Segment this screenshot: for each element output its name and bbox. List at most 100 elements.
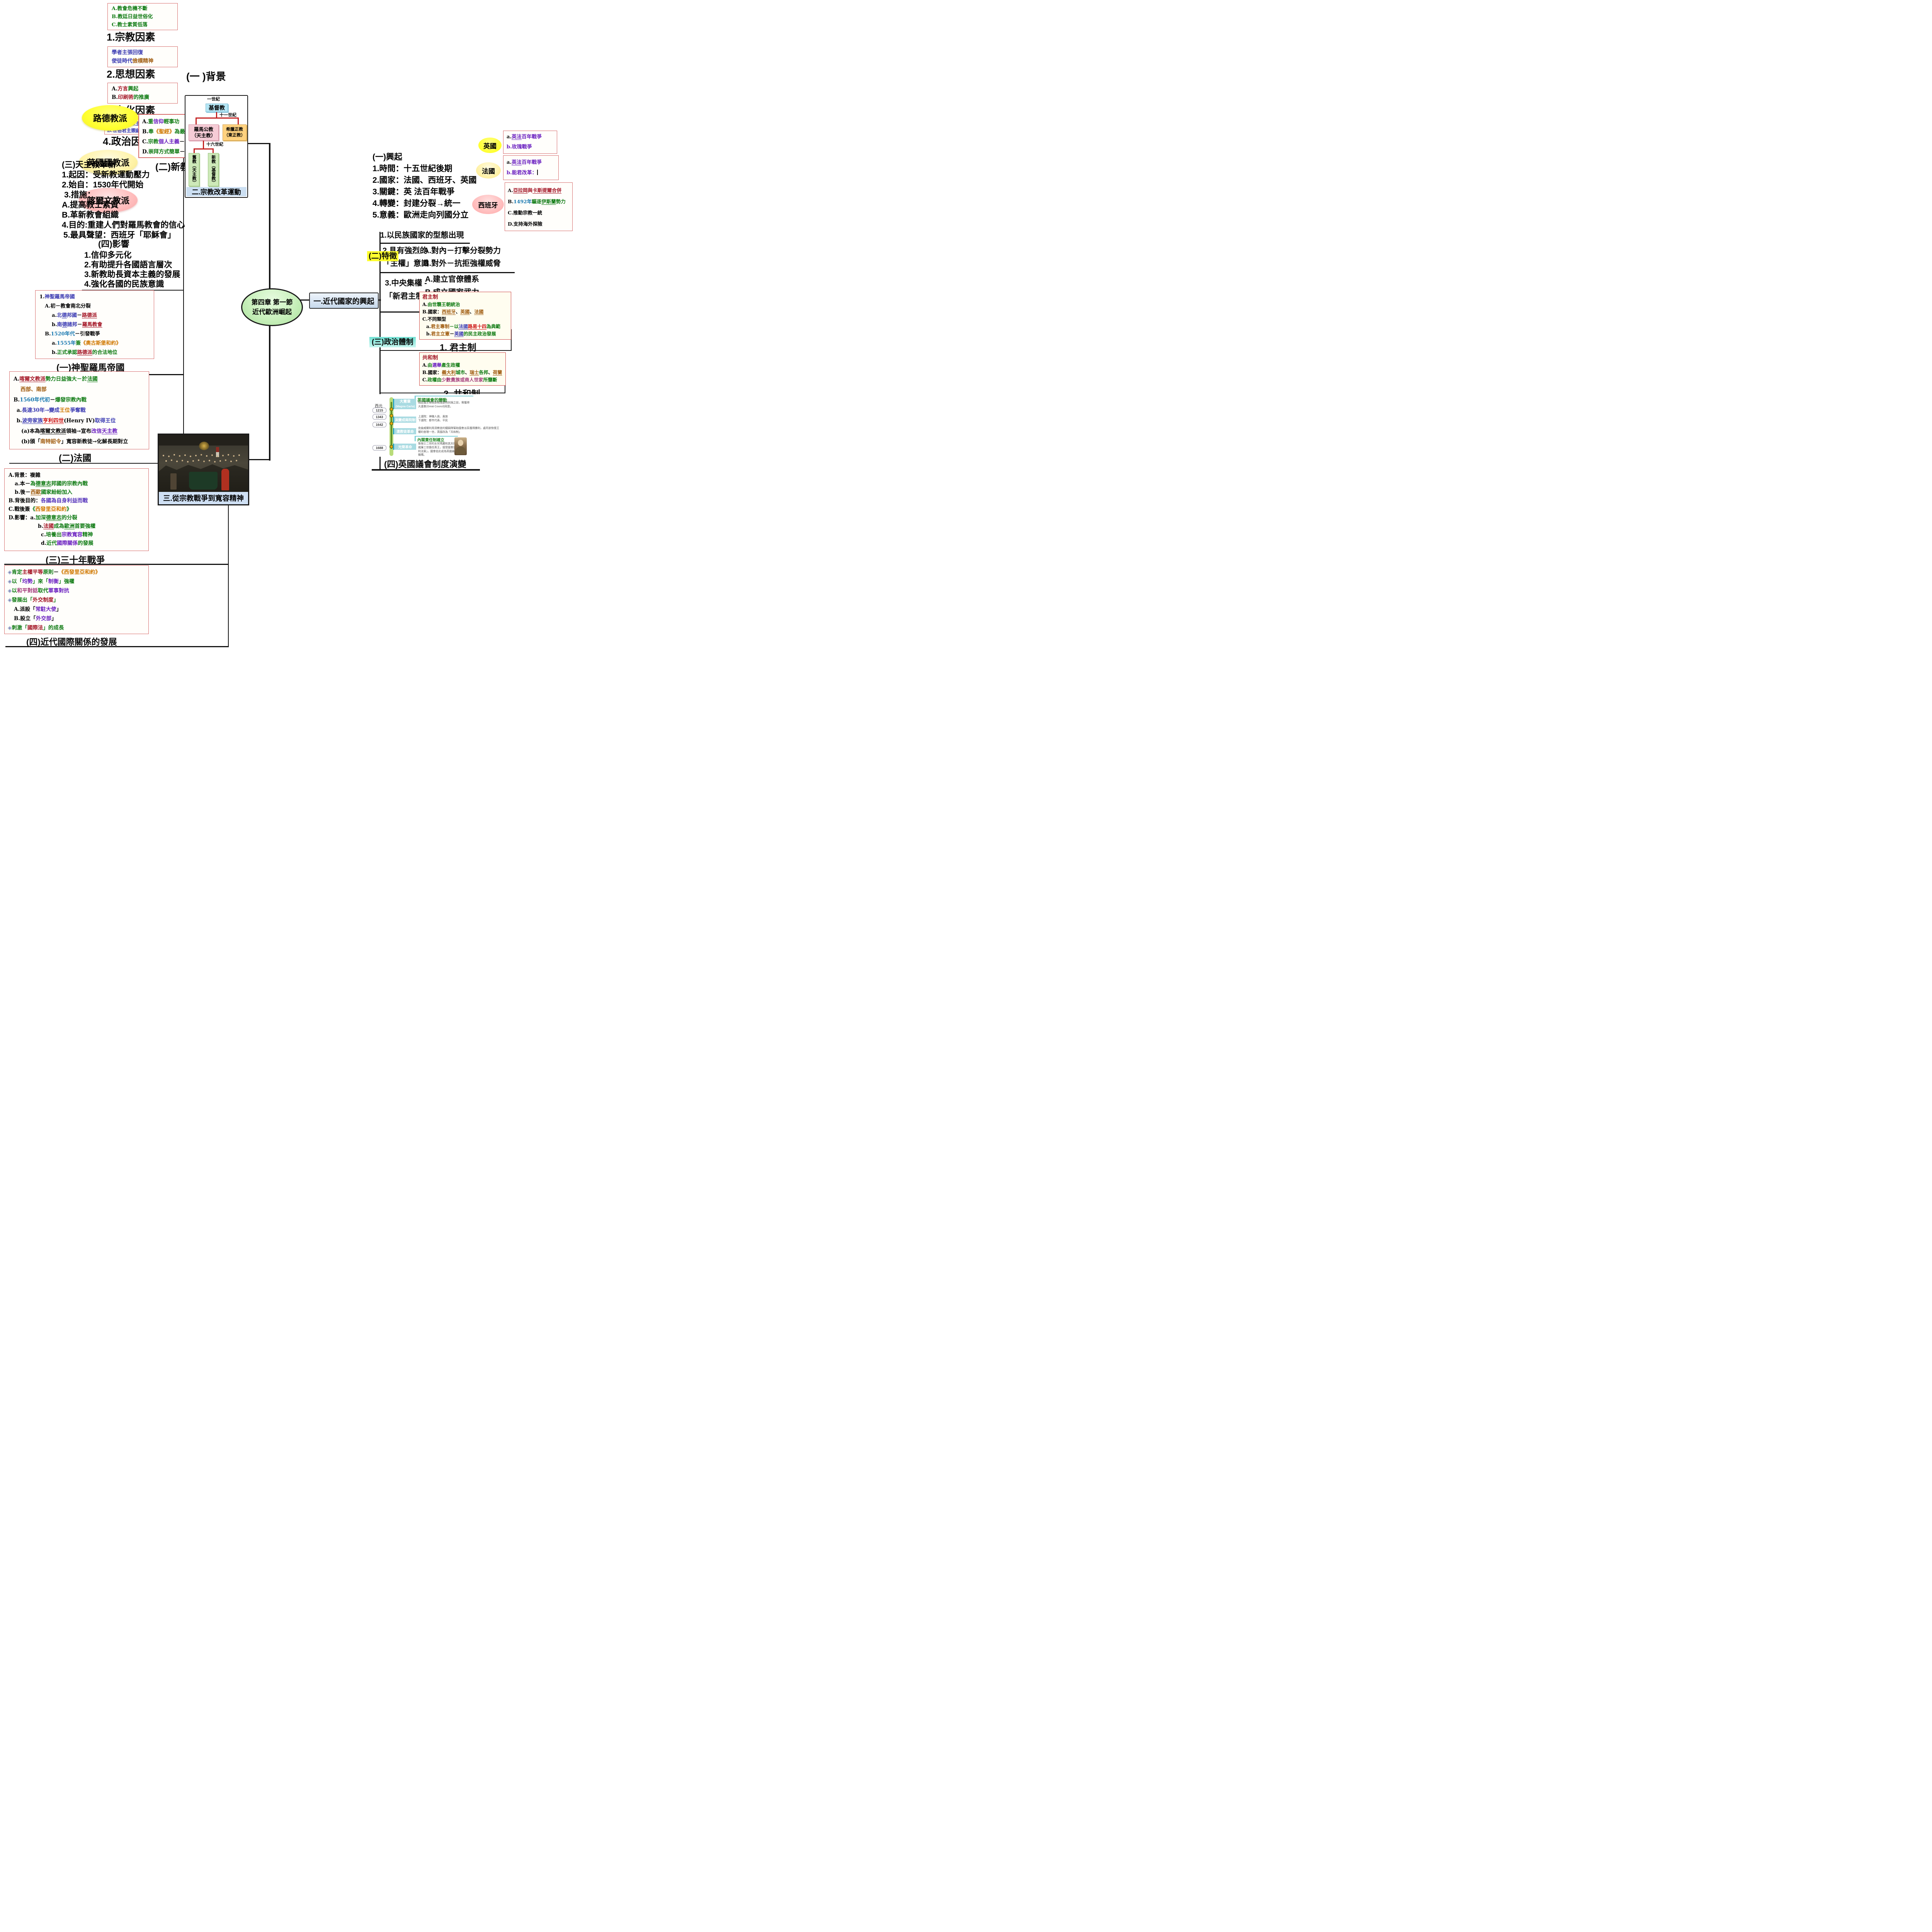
thirty-years-line: D.影響：a.加深德意志的分裂 bbox=[9, 515, 77, 521]
culture-box-line: B.印刷術的推廣 bbox=[112, 94, 150, 100]
tree-line bbox=[213, 148, 214, 153]
thirty-years-line: d.近代國際關係的發展 bbox=[41, 540, 94, 546]
left-bracket-vertical bbox=[183, 144, 184, 434]
intl-underline bbox=[5, 646, 229, 647]
painting-chandelier bbox=[199, 442, 209, 450]
religion-box-line: C.教士素質低落 bbox=[112, 22, 148, 28]
polity-label: (三)政治體制 bbox=[369, 337, 416, 348]
tree-node-catholic: 羅馬公教（天主教） bbox=[189, 124, 219, 141]
features-label: (二)特徵 bbox=[367, 251, 399, 262]
england-box: a.英法百年戰爭 b.玫瑰戰爭 bbox=[503, 131, 557, 154]
monarchy-line: b.君主立憲－英國的民主政治發展 bbox=[426, 331, 496, 337]
francewar-underline bbox=[9, 463, 158, 464]
holy-roman-line: b.南德諸邦－羅馬教會 bbox=[52, 322, 102, 328]
thought-box-line: 學者主張回復 bbox=[112, 49, 143, 56]
thirty-years-line: A.背景：複雜 bbox=[9, 472, 41, 478]
tree-era-3: 十六世紀 bbox=[206, 142, 223, 147]
republic-line: A.由選舉產生政權 bbox=[422, 362, 460, 368]
spain-ellipse: 西班牙 bbox=[472, 195, 504, 214]
features-sub2b: B.對外－抗拒強權威脅 bbox=[423, 259, 501, 268]
intl-relations-caption: (四)近代國際關係的發展 bbox=[26, 637, 117, 647]
catholic-reform-item: 1.起因：受新教運動壓力 bbox=[62, 170, 150, 179]
catholic-reform-item: 5.最具聲望：西班牙「耶穌會」 bbox=[63, 231, 176, 240]
france-war-line: B.1560年代初－爆發宗教內戰 bbox=[14, 397, 87, 403]
timeline-year-1343: 1343 bbox=[372, 414, 386, 420]
rise-item: 3.關鍵：英 法百年戰爭 bbox=[372, 187, 455, 196]
rise-caption: (一)興起 bbox=[372, 153, 402, 162]
france-war-line: 西部、南部 bbox=[20, 386, 47, 393]
text-cursor bbox=[537, 170, 538, 175]
tree-line bbox=[216, 112, 217, 118]
catholic-reform-list: (三)天主教革新 1.起因：受新教運動壓力 2.始自：1530年代開始 3.措施… bbox=[62, 160, 185, 240]
religion-box-line: A.教會危機不斷 bbox=[112, 6, 148, 12]
thought-factor-box: 學者主張回復 使徒時代儉樸精神 bbox=[107, 46, 178, 67]
intl-line: ◈以和平對話取代軍事對抗 bbox=[8, 588, 69, 594]
features-item2-line2: 「主權」意識 bbox=[383, 259, 429, 268]
timeline-header2: 內閣責任制確立 bbox=[417, 438, 444, 442]
timeline-accent bbox=[415, 436, 416, 441]
background-caption: (一 )背景 bbox=[186, 71, 226, 82]
monarchy-line: A.由世襲王朝統治 bbox=[422, 302, 460, 307]
timeline-event-puritan-revolution: 清教徒革命 bbox=[393, 428, 416, 434]
features-item3-line1: 3.中央集權 - bbox=[385, 279, 427, 287]
france-line: a.英法百年戰爭 bbox=[507, 160, 542, 165]
timeline-year-1688: 1688 bbox=[372, 445, 386, 451]
republic-box: 共和制 A.由選舉產生政權 B.國家：義大利城市、瑞士各邦、荷蘭 C.政權由少數… bbox=[419, 352, 506, 386]
influence-title: (四)影響 bbox=[98, 239, 129, 249]
luther-sect-ellipse: 路德教派 bbox=[82, 105, 138, 131]
thirty-years-line: a.本－為德意志邦國的宗教內戰 bbox=[15, 481, 88, 487]
painting-spine-connector bbox=[249, 459, 270, 460]
religion-box-line: B.教廷日益世俗化 bbox=[112, 14, 153, 20]
timeline-era-label: 西元 bbox=[375, 404, 383, 408]
intl-relations-box: ◈肯定主權平等原則－《西發里亞和約》 ◈以「均勢」來「制衡」強權 ◈以和平對話取… bbox=[4, 565, 149, 634]
timeline-header1: 英國議會的變動 bbox=[417, 398, 447, 403]
painting-bracket-vertical bbox=[228, 505, 229, 646]
thirty-years-line: C.戰後簽《西發里亞和約》 bbox=[9, 506, 72, 512]
intl-line: A.派設「常駐大使」 bbox=[14, 606, 62, 612]
rise-item: 1.時間：十五世紀後期 bbox=[372, 164, 452, 173]
culture-factor-box: A.方言興起 B.印刷術的推廣 bbox=[107, 83, 178, 104]
france-war-box: A.喀爾文教派勢力日益強大－於法國 西部、南部 B.1560年代初－爆發宗教內戰… bbox=[9, 371, 149, 449]
new-sect-line: A.重信仰輕事功 bbox=[142, 119, 180, 125]
parliament-underline bbox=[372, 469, 480, 471]
tree-spine-connector bbox=[247, 143, 270, 144]
tree-line bbox=[196, 117, 197, 124]
timeline-year-1642: 1642 bbox=[372, 422, 386, 427]
spain-line: D.支持海外探險 bbox=[508, 221, 543, 227]
spain-line: B.1492年驅逐伊斯蘭勢力 bbox=[508, 199, 566, 204]
catholic-reform-item: B.革新教會組織 bbox=[62, 211, 119, 219]
new-sect-box: A.重信仰輕事功 B.奉《聖經》為最高權威 C.宗教個人主義－勿須透過教會 D.… bbox=[138, 114, 226, 158]
catholic-reform-item: 2.始自：1530年代開始 bbox=[62, 180, 144, 189]
features-top-line bbox=[380, 243, 470, 244]
influence-item: 3.新教助長資本主義的發展 bbox=[84, 270, 180, 279]
tree-line bbox=[194, 148, 195, 153]
features-sub3a: A.建立官僚體系 bbox=[425, 275, 479, 284]
religion-tree-panel: 一世紀 基督教 十一世紀 羅馬公教（天主教） 希臘正教（東正教） 十六世紀 舊教… bbox=[185, 95, 248, 198]
spain-line: A.亞拉岡與卡斯提爾合併 bbox=[508, 187, 562, 193]
holy-roman-line: a.1555年簽《奧古斯堡和約》 bbox=[52, 340, 121, 346]
timeline-bar-inner bbox=[391, 402, 392, 449]
republic-line: B.國家：義大利城市、瑞士各邦、荷蘭 bbox=[422, 370, 502, 375]
timeline-dot bbox=[389, 407, 393, 411]
spain-box: A.亞拉岡與卡斯提爾合併 B.1492年驅逐伊斯蘭勢力 C.推動宗教一統 D.支… bbox=[505, 182, 573, 231]
holy-roman-box: 1.神聖羅馬帝國 A.初－教會南北分裂 a.北德邦國－路德派 b.南德諸邦－羅馬… bbox=[35, 290, 154, 359]
england-line: b.玫瑰戰爭 bbox=[507, 144, 532, 150]
influence-item: 4.強化各國的民族意識 bbox=[84, 280, 164, 289]
root-node: 第四章 第一節近代歐洲崛起 bbox=[241, 288, 303, 326]
branch3-label: 三.從宗教戰爭到寬容精神 bbox=[159, 492, 248, 504]
catholic-reform-item: A.提高教士素質 bbox=[62, 201, 119, 209]
religion-factor-box: A.教會危機不斷 B.教廷日益世俗化 C.教士素質低落 bbox=[107, 3, 178, 30]
influence-list: 1.信仰多元化 2.有助提升各國語言層次 3.新教助長資本主義的發展 4.強化各… bbox=[84, 250, 180, 289]
painting-chair bbox=[170, 473, 177, 490]
calvin-sect-ellipse: 喀爾文教派 bbox=[79, 188, 138, 213]
holy-roman-line: a.北德邦國－路德派 bbox=[52, 313, 97, 318]
branch1-node: 一.近代國家的興起 bbox=[309, 293, 379, 309]
holy-roman-line: b.正式承認路德派的合法地位 bbox=[52, 350, 117, 355]
religion-factor-title: 1.宗教因素 bbox=[107, 31, 155, 43]
intl-line: B.設立「外交部」 bbox=[14, 616, 57, 622]
intl-line: ◈刺激「國際法」的成長 bbox=[8, 625, 64, 631]
rise-item: 4.轉變：封建分裂→統一 bbox=[372, 199, 461, 208]
tree-era-1: 一世紀 bbox=[207, 97, 220, 102]
france-box: a.英法百年戰爭 b.能君改革： bbox=[503, 155, 559, 180]
queen-mary-portrait bbox=[454, 437, 467, 455]
